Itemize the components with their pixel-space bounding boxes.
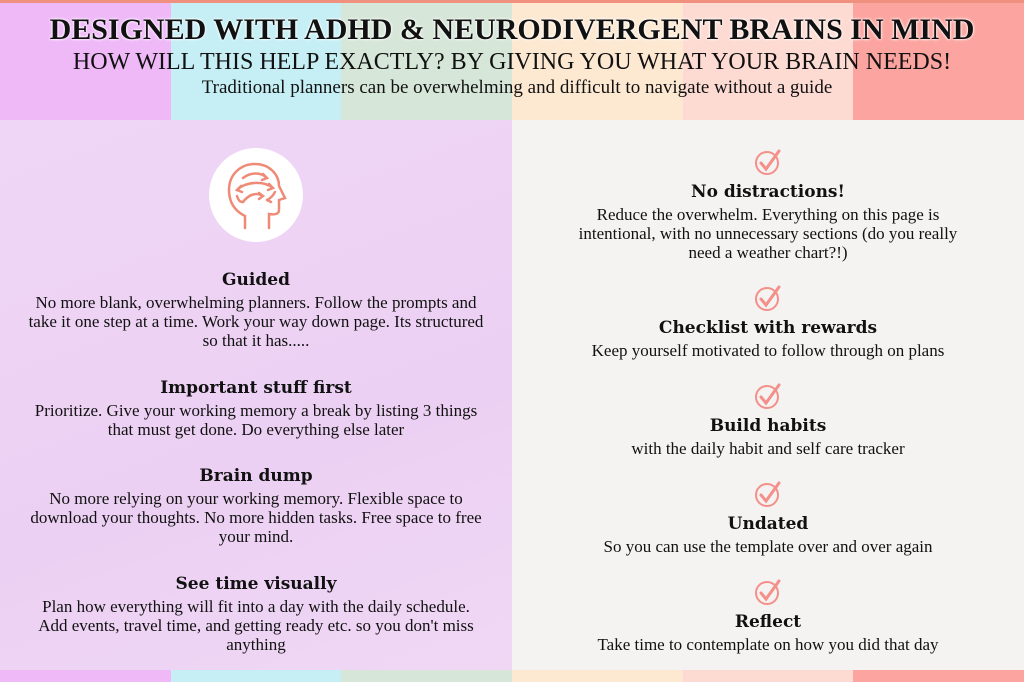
brain-head-icon <box>209 148 303 242</box>
feature-title: Guided <box>222 269 290 290</box>
subtitle: HOW WILL THIS HELP EXACTLY? BY GIVING YO… <box>72 49 952 75</box>
feature-text: No more blank, overwhelming planners. Fo… <box>28 292 484 350</box>
feature-build-habits: Build habits with the daily habit and sel… <box>512 382 1024 458</box>
feature-title: Undated <box>727 514 809 534</box>
feature-no-distractions: No distractions! Reduce the overwhelm. Ev… <box>512 148 1024 262</box>
header: DESIGNED WITH ADHD & NEURODIVERGENT BRAI… <box>0 0 1024 120</box>
tagline: Traditional planners can be overwhelming… <box>201 77 833 98</box>
feature-title: See time visually <box>175 574 337 594</box>
feature-title: Build habits <box>709 416 827 436</box>
feature-title: Checklist with rewards <box>658 318 878 338</box>
feature-body: Build habits with the daily habit and sel… <box>512 416 1024 458</box>
feature-text: So you can use the template over and ove… <box>603 537 933 556</box>
check-circle-icon <box>755 579 781 605</box>
feature-text: Take time to contemplate on how you did … <box>597 635 939 654</box>
header-color-stripes <box>0 0 1024 120</box>
feature-text: No more relying on your working memory. … <box>30 489 482 547</box>
right-panel: No distractions! Reduce the overwhelm. Ev… <box>512 120 1024 670</box>
feature-title: Brain dump <box>199 466 313 487</box>
feature-text: Prioritize. Give your working memory a b… <box>34 400 478 439</box>
check-circle-icon <box>755 481 781 507</box>
feature-text: Reduce the overwhelm. Everything on this… <box>578 205 958 262</box>
top-accent-line <box>0 0 1024 3</box>
feature-title: Important stuff first <box>160 377 352 398</box>
check-circle-icon <box>755 285 781 311</box>
feature-title: Reflect <box>734 612 802 632</box>
feature-text: with the daily habit and self care track… <box>631 439 905 458</box>
page-title: DESIGNED WITH ADHD & NEURODIVERGENT BRAI… <box>49 13 975 46</box>
feature-text: Plan how everything will fit into a day … <box>38 597 474 654</box>
feature-undated: Undated So you can use the template over … <box>512 480 1024 556</box>
feature-body: Undated So you can use the template over … <box>512 514 1024 556</box>
feature-title: No distractions! <box>691 182 845 202</box>
feature-body: No distractions! Reduce the overwhelm. Ev… <box>512 182 1024 262</box>
footer-color-stripes <box>0 670 1024 682</box>
check-circle-icon <box>755 383 781 409</box>
feature-text: Keep yourself motivated to follow throug… <box>591 341 945 360</box>
check-circle-icon <box>755 149 781 175</box>
